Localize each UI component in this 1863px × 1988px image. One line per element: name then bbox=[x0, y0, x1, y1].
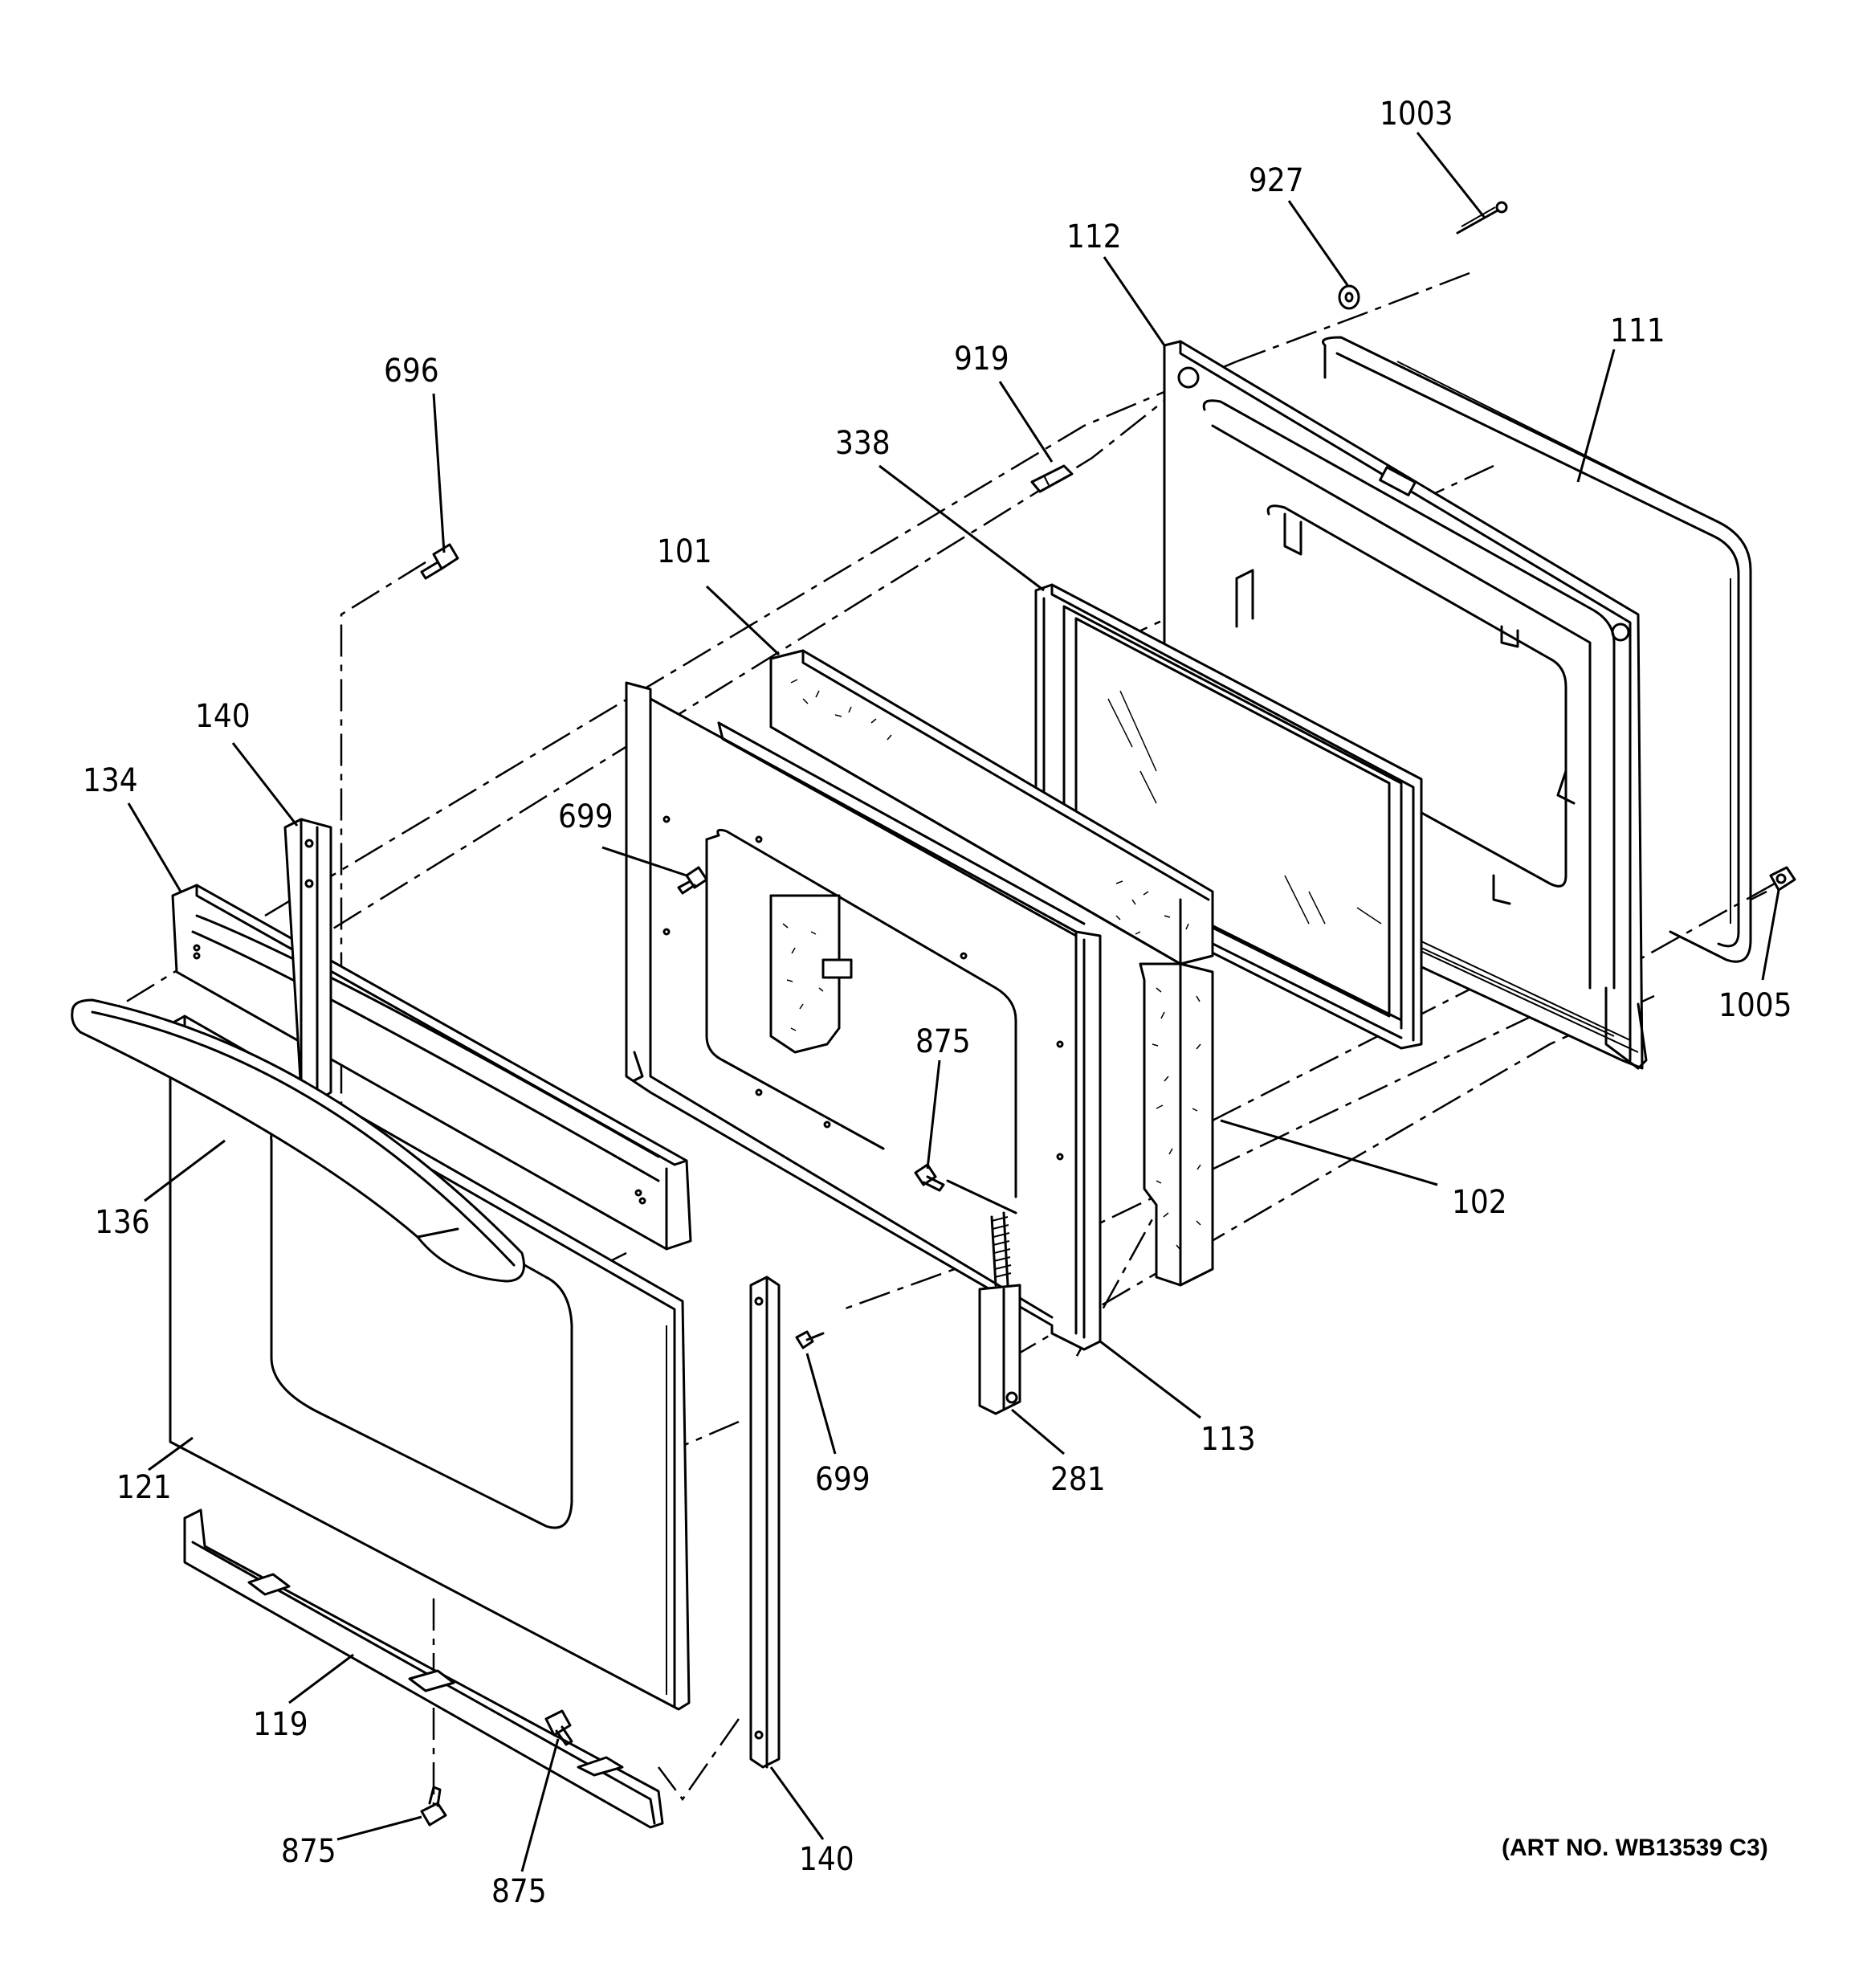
callout-1003: 1003 bbox=[1380, 96, 1453, 133]
insulation-fleck-pattern bbox=[790, 679, 1189, 935]
callout-281: 281 bbox=[1050, 1461, 1106, 1498]
screw-699-lower-icon bbox=[795, 1330, 825, 1349]
screw-875-inner-icon bbox=[914, 1163, 945, 1192]
callout-101: 101 bbox=[657, 533, 712, 570]
screw-699-upper-icon bbox=[677, 866, 708, 895]
callout-140-upper: 140 bbox=[195, 698, 251, 735]
bottom-trim-119 bbox=[183, 1508, 664, 1829]
insulation-101-vertical bbox=[769, 894, 853, 1054]
outer-gasket-111 bbox=[1322, 336, 1752, 963]
callout-134: 134 bbox=[83, 762, 138, 799]
side-channel-140-upper bbox=[283, 818, 332, 1102]
hinge-281 bbox=[978, 1211, 1021, 1415]
callout-699-upper: 699 bbox=[558, 798, 614, 835]
callout-136: 136 bbox=[95, 1204, 150, 1241]
callout-labels: 1003 927 112 111 919 338 696 101 140 134… bbox=[83, 96, 1792, 1910]
screw-696-icon bbox=[420, 543, 459, 580]
handle-136 bbox=[71, 998, 525, 1283]
screw-875-bottom-icon bbox=[420, 1786, 447, 1827]
callout-113: 113 bbox=[1201, 1421, 1256, 1458]
art-number: (ART NO. WB13539 C3) bbox=[1502, 1835, 1768, 1861]
callout-927: 927 bbox=[1249, 162, 1304, 199]
callout-119: 119 bbox=[253, 1706, 308, 1743]
callout-102: 102 bbox=[1452, 1184, 1507, 1221]
insulation-101 bbox=[769, 649, 1214, 965]
callout-338: 338 bbox=[835, 425, 891, 462]
callout-875-bottom: 875 bbox=[281, 1833, 336, 1870]
insulation-102 bbox=[1139, 962, 1214, 1287]
screw-1003-icon bbox=[1456, 201, 1508, 235]
washer-927-icon bbox=[1338, 284, 1360, 310]
screw-1005-icon bbox=[1769, 866, 1796, 892]
callout-696: 696 bbox=[384, 353, 439, 390]
callout-111: 111 bbox=[1610, 312, 1665, 349]
callout-140-lower: 140 bbox=[799, 1841, 854, 1878]
callout-121: 121 bbox=[116, 1469, 172, 1506]
callout-875-trim: 875 bbox=[491, 1873, 547, 1910]
pin-919-icon bbox=[1030, 464, 1074, 493]
callout-1005: 1005 bbox=[1718, 987, 1792, 1024]
callout-112: 112 bbox=[1066, 218, 1122, 255]
side-channel-140-lower bbox=[749, 1276, 781, 1769]
screw-875-trim-icon bbox=[544, 1709, 573, 1746]
callout-919: 919 bbox=[954, 341, 1009, 378]
inner-liner-113 bbox=[625, 681, 1102, 1351]
leader-lines bbox=[127, 132, 1780, 1872]
callout-875-inner: 875 bbox=[915, 1023, 971, 1060]
callout-699-lower: 699 bbox=[815, 1461, 870, 1498]
fasteners bbox=[420, 201, 1796, 1827]
